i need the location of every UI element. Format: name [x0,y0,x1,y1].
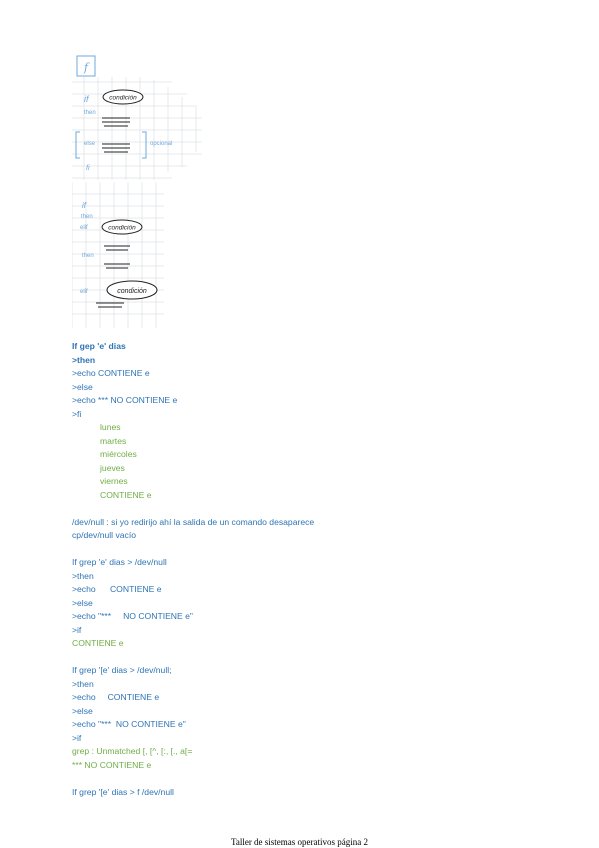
if-label: if [82,201,87,210]
code-line: >else [72,705,93,716]
opcional-label: opcional [150,141,172,147]
right-bracket [142,131,147,159]
code-line: >else [72,381,93,392]
shell-notes: If gep 'e' dias >then >echo CONTIENE e >… [72,340,572,799]
blank-line [72,772,572,786]
then-body-lines-2 [104,263,130,269]
note-line: /dev/null : si yo redirijo ahí la salida… [72,516,315,527]
note-line: cp/dev/null vacío [72,530,137,540]
then-label: then [84,110,96,116]
output-line: CONTIENE e [100,489,152,500]
elif-body-lines-2 [96,302,124,308]
elif-body-lines-1 [104,245,130,251]
else-label: else [84,141,96,147]
output-line: viernes [100,476,128,486]
then-body-lines [102,117,130,127]
left-bracket [75,131,80,159]
code-line: If grep '[e' dias > /dev/null; [72,665,172,675]
code-line: >echo "*** NO CONTIENE e" [72,719,186,729]
then-label: then [81,214,93,220]
output-line: CONTIENE e [72,638,124,648]
condition-label: condición [109,95,137,102]
code-line: >echo CONTIENE e [72,368,150,378]
output-line: *** NO CONTIENE e [72,759,152,770]
output-line: miércoles [100,449,137,459]
f-box-label: f [83,61,90,74]
elif-label-2: elif [80,289,88,295]
code-line: If grep 'e' dias > /dev/null [72,557,167,567]
output-line: grep : Unmatched [, [^, [:, [., a[= [72,746,193,756]
condition-label-2: condición [117,288,147,295]
code-line: >fi [72,408,82,419]
code-line: >if [72,624,82,635]
condition-ellipse-2 [106,280,158,300]
code-line: >echo "*** NO CONTIENE e" [72,611,193,621]
then-label-2: then [82,253,94,259]
f-box [76,55,96,77]
output-line: martes [100,435,127,446]
code-line: >else [72,597,93,608]
elif-sketch: if then elif condición then elif condici… [72,182,164,328]
if-else-sketch: f if then condición else opcional fi [72,55,202,180]
code-line: >then [72,570,94,581]
code-line: >echo *** NO CONTIENE e [72,395,178,405]
code-line: >then [72,354,96,365]
output-line: lunes [100,422,121,432]
condition-ellipse [102,89,144,105]
code-line: >echo CONTIENE e [72,584,162,594]
code-line: >if [72,732,82,743]
blank-line [72,543,572,557]
if-label: if [84,94,90,104]
fi-label: fi [86,165,90,172]
condition-label-1: condición [108,225,136,232]
blank-line [72,651,572,665]
elif-label-1: elif [80,225,88,231]
condition-ellipse-1 [101,219,143,235]
code-line: >then [72,678,94,689]
blank-line [72,502,572,516]
else-body-lines [102,143,130,153]
output-line: jueves [100,462,125,473]
code-line: If grep '[e' dias > f /dev/null [72,786,174,797]
page-footer: Taller de sistemas operativos página 2 [230,837,369,847]
code-line: >echo CONTIENE e [72,692,160,702]
code-line: If gep 'e' dias [72,341,126,351]
